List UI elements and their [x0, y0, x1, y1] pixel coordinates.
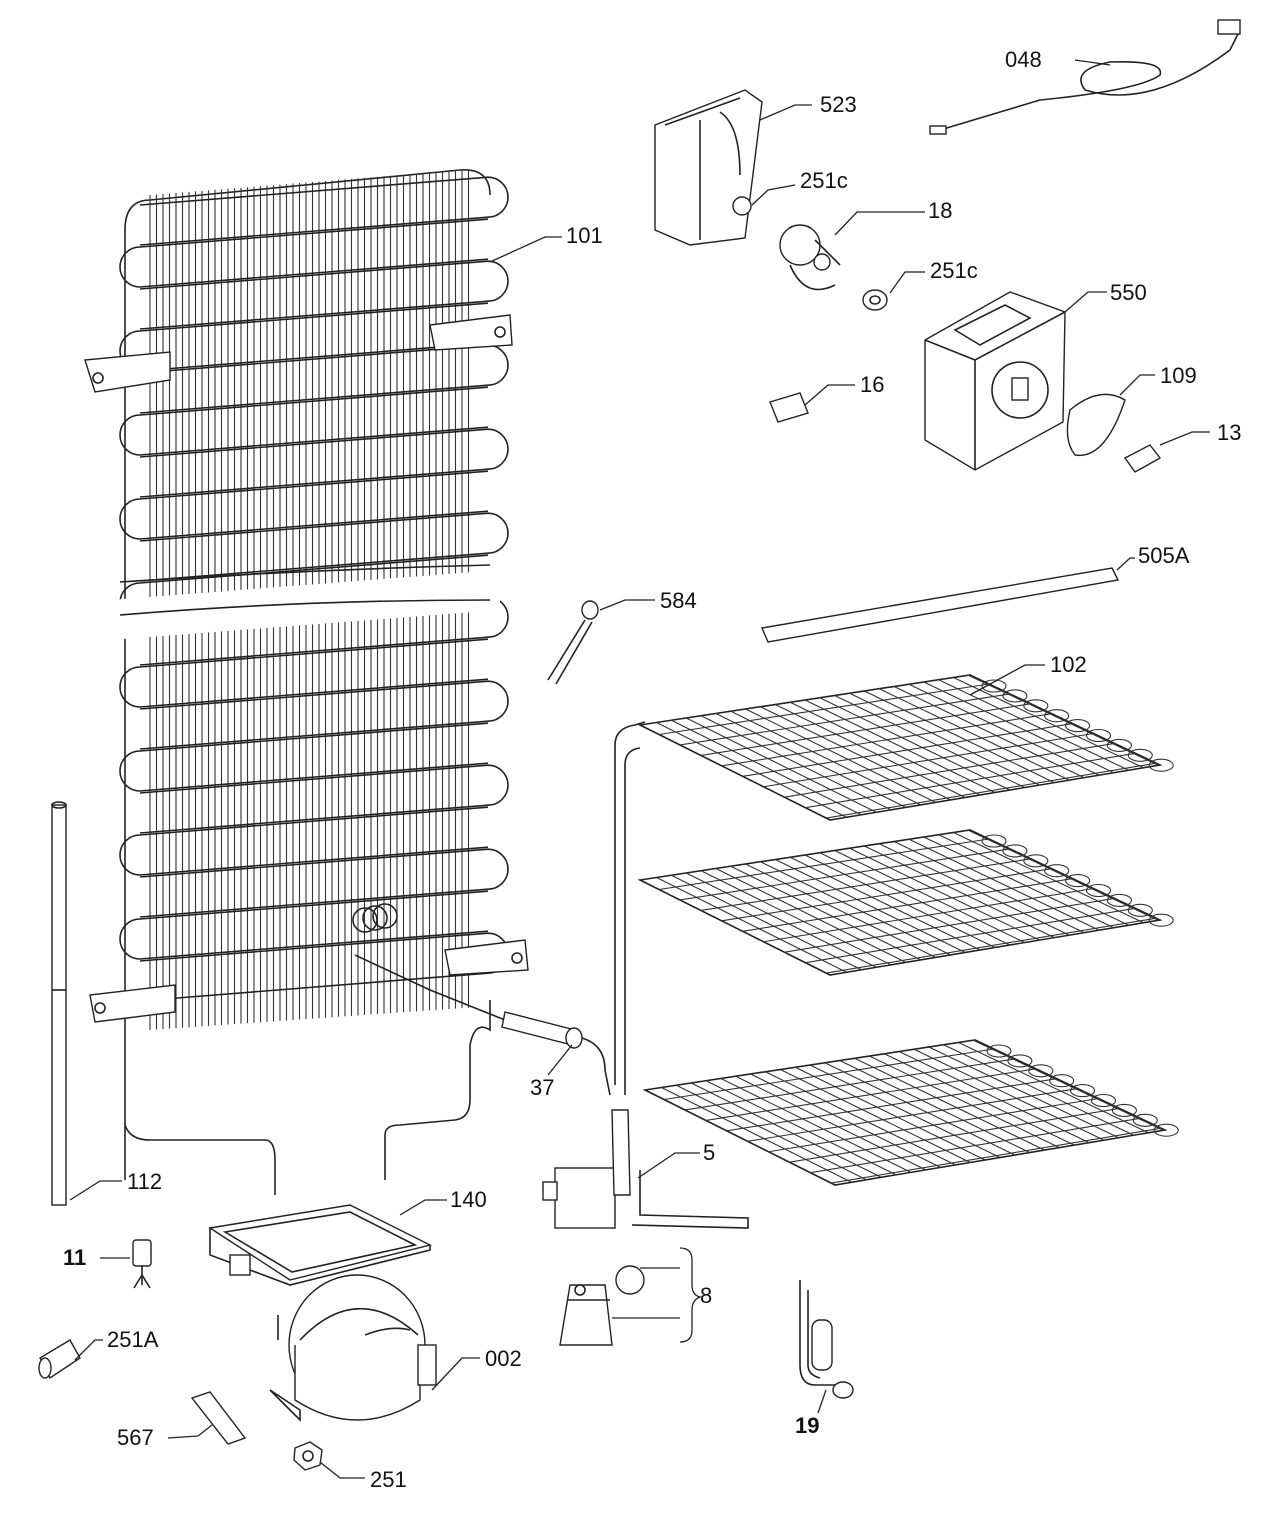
condenser-coil	[84, 169, 529, 1195]
nut-251	[293, 1441, 323, 1471]
condenser-bracket-top-right	[429, 314, 513, 351]
label-101: 101	[566, 223, 603, 248]
cover-109	[1066, 393, 1126, 457]
condenser-bracket-bottom-right	[444, 939, 529, 976]
evaporator-shelves	[614, 674, 1179, 1186]
sensor-cable-048	[929, 19, 1241, 135]
drain-pan	[208, 1204, 433, 1286]
label-550: 550	[1110, 280, 1147, 305]
label-251c-lower: 251c	[930, 258, 978, 283]
defrost-valve	[542, 1109, 749, 1229]
label-13: 13	[1217, 420, 1241, 445]
label-112: 112	[127, 1169, 162, 1194]
switch-16	[769, 392, 809, 423]
label-11: 11	[63, 1245, 86, 1270]
label-567: 567	[117, 1425, 154, 1450]
relay-overload	[559, 1265, 645, 1346]
label-19: 19	[795, 1413, 819, 1438]
label-140: 140	[450, 1187, 487, 1212]
grommet-251c	[862, 289, 888, 311]
clip-13	[1123, 444, 1162, 473]
part-labels: 048 523 251c 18 101 251c 550 16 109 13 5…	[63, 47, 1241, 1492]
label-251: 251	[370, 1467, 407, 1492]
label-523: 523	[820, 92, 857, 117]
label-8: 8	[700, 1283, 712, 1308]
label-5: 5	[703, 1140, 715, 1165]
label-109: 109	[1160, 363, 1197, 388]
fan-housing-550	[924, 291, 1066, 471]
bracket-567	[190, 1391, 247, 1445]
label-505a: 505A	[1138, 543, 1190, 568]
label-584: 584	[660, 588, 697, 613]
drain-tube	[51, 801, 67, 1206]
label-16: 16	[860, 372, 884, 397]
leader-lines	[69, 59, 1210, 1479]
label-048: 048	[1005, 47, 1042, 72]
grommet-251a	[38, 1339, 81, 1380]
label-002: 002	[485, 1346, 522, 1371]
compressor	[269, 1274, 437, 1422]
label-37: 37	[530, 1075, 554, 1100]
label-18: 18	[928, 198, 952, 223]
condenser-bracket-top-left	[84, 351, 171, 393]
label-251a: 251A	[107, 1327, 159, 1352]
label-102: 102	[1050, 652, 1087, 677]
fan-motor-18	[779, 224, 841, 291]
heater-19	[799, 1280, 854, 1399]
filter-drier	[354, 954, 611, 1096]
capacitor-part-11	[132, 1239, 152, 1289]
sensor-clip-584	[547, 600, 599, 685]
control-housing-523	[654, 89, 763, 246]
seal-strip-505a	[761, 567, 1120, 643]
label-251c-upper: 251c	[800, 168, 848, 193]
condenser-bracket-bottom-left	[89, 984, 176, 1023]
